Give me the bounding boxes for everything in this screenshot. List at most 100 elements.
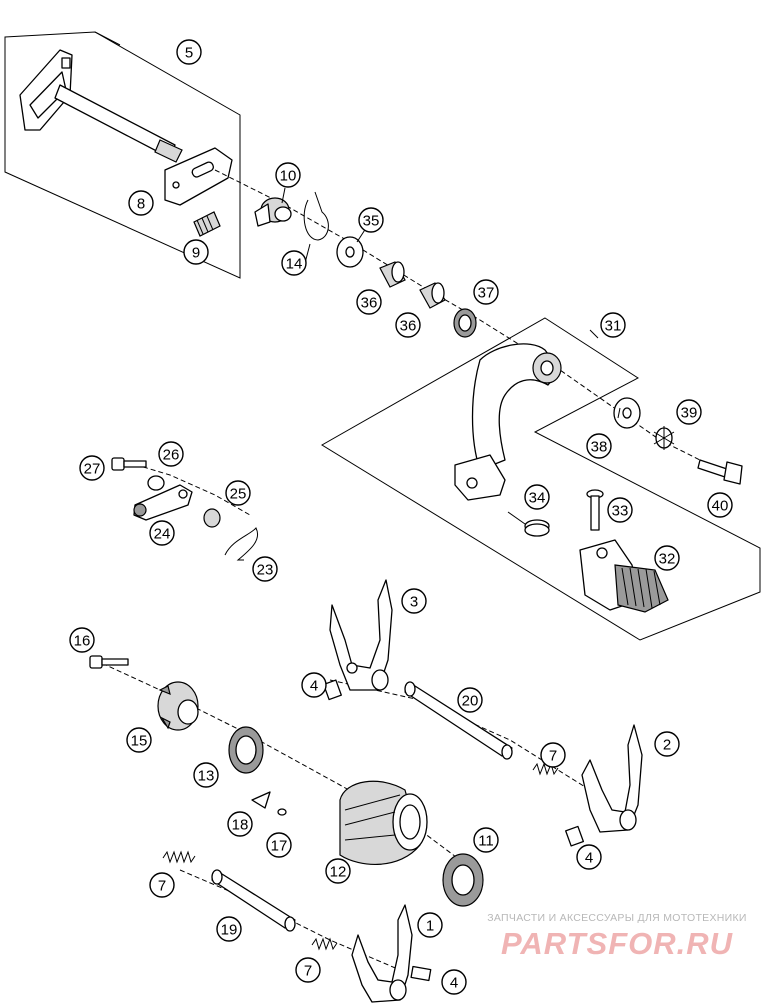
shift-shaft <box>19 49 183 163</box>
callout-label: 7 <box>158 878 166 895</box>
callout-14: 14 <box>281 250 307 276</box>
callout-label: 13 <box>198 768 215 785</box>
callout-11: 11 <box>473 827 499 853</box>
callout-26: 26 <box>158 441 184 467</box>
callout-label: 40 <box>712 498 729 515</box>
callout-circle <box>176 39 202 65</box>
callout-label: 33 <box>612 503 629 520</box>
part-36-bushing-b <box>419 282 446 309</box>
callout-circle <box>473 827 499 853</box>
callout-label: 24 <box>154 526 171 543</box>
part-4-pin-a <box>322 679 342 701</box>
callout-32: 32 <box>654 545 680 571</box>
callout-31: 31 <box>600 312 626 338</box>
callout-label: 4 <box>585 850 593 867</box>
callout-label: 4 <box>310 678 318 695</box>
callout-circle <box>275 162 301 188</box>
part-23-spring <box>224 527 258 561</box>
callout-circle <box>524 484 550 510</box>
callout-8: 8 <box>128 190 154 216</box>
callout-circle <box>441 969 467 995</box>
part-17-screw <box>277 808 287 816</box>
part-4-pin-c <box>410 965 432 982</box>
callout-circle <box>395 312 421 338</box>
part-27-bolt <box>111 457 147 471</box>
spring-9 <box>193 211 221 237</box>
callout-13: 13 <box>193 762 219 788</box>
callout-7: 7 <box>149 872 175 898</box>
part-24-lever <box>133 484 193 521</box>
part-32-tip <box>579 539 669 613</box>
callout-37: 37 <box>473 279 499 305</box>
callout-label: 18 <box>232 817 249 834</box>
callout-38: 38 <box>586 433 612 459</box>
callout-35: 35 <box>358 207 384 233</box>
part-1-shift-fork <box>351 904 413 1003</box>
callout-label: 39 <box>681 405 698 422</box>
part-15-shift-star <box>157 681 199 731</box>
watermark: ЗАПЧАСТИ И АКСЕССУАРЫ ДЛЯ МОТОТЕХНИКИ PA… <box>462 912 772 962</box>
callout-circle <box>540 742 566 768</box>
part-11-bearing <box>442 853 484 907</box>
part-20-rod <box>404 681 513 760</box>
part-26-washer <box>147 475 165 491</box>
callout-circle <box>281 250 307 276</box>
part-13-bearing <box>228 726 264 774</box>
callout-label: 7 <box>549 748 557 765</box>
callout-10: 10 <box>275 162 301 188</box>
part-14-clip <box>303 191 329 241</box>
callout-label: 34 <box>529 490 546 507</box>
part-34-ring <box>507 511 550 537</box>
callout-36: 36 <box>356 289 382 315</box>
callout-label: 10 <box>280 168 297 185</box>
callout-circle <box>676 399 702 425</box>
callout-circle <box>149 520 175 546</box>
callout-label: 14 <box>286 256 303 273</box>
callout-label: 35 <box>363 213 380 230</box>
callout-label: 32 <box>659 551 676 568</box>
callout-39: 39 <box>676 399 702 425</box>
part-39-star-washer <box>653 426 675 450</box>
callout-40: 40 <box>707 492 733 518</box>
callout-circle <box>301 672 327 698</box>
callout-circle <box>600 312 626 338</box>
part-25-bushing <box>203 508 221 528</box>
callout-label: 38 <box>591 439 608 456</box>
callout-label: 5 <box>185 45 193 62</box>
part-7-spring-a <box>532 762 559 776</box>
callout-label: 23 <box>257 562 274 579</box>
callout-label: 8 <box>137 196 145 213</box>
callout-4: 4 <box>301 672 327 698</box>
part-40-bolt <box>697 459 743 485</box>
callout-1: 1 <box>417 912 443 938</box>
callout-circle <box>266 832 292 858</box>
callout-18: 18 <box>227 811 253 837</box>
callout-4: 4 <box>576 844 602 870</box>
callout-33: 33 <box>607 497 633 523</box>
callout-20: 20 <box>457 687 483 713</box>
part-16-bolt <box>89 655 129 669</box>
callout-label: 25 <box>230 486 247 503</box>
callout-label: 2 <box>663 737 671 754</box>
callout-circle <box>128 190 154 216</box>
callout-circle <box>252 556 278 582</box>
callout-circle <box>325 858 351 884</box>
callout-circle <box>69 627 95 653</box>
part-7-spring-c <box>311 937 338 951</box>
callout-circle <box>356 289 382 315</box>
part-35-washer <box>336 236 364 268</box>
callout-circle <box>654 731 680 757</box>
callout-circle <box>607 497 633 523</box>
callout-circle <box>158 441 184 467</box>
shift-lever <box>454 343 562 501</box>
callout-label: 27 <box>84 461 101 478</box>
callout-circle <box>227 811 253 837</box>
callout-circle <box>295 957 321 983</box>
callout-label: 3 <box>410 594 418 611</box>
callout-17: 17 <box>266 832 292 858</box>
part-36-bushing-a <box>379 261 406 288</box>
watermark-logo: PARTSFOR.RU <box>500 926 734 961</box>
callout-4: 4 <box>441 969 467 995</box>
callout-3: 3 <box>401 588 427 614</box>
callout-label: 4 <box>450 975 458 992</box>
